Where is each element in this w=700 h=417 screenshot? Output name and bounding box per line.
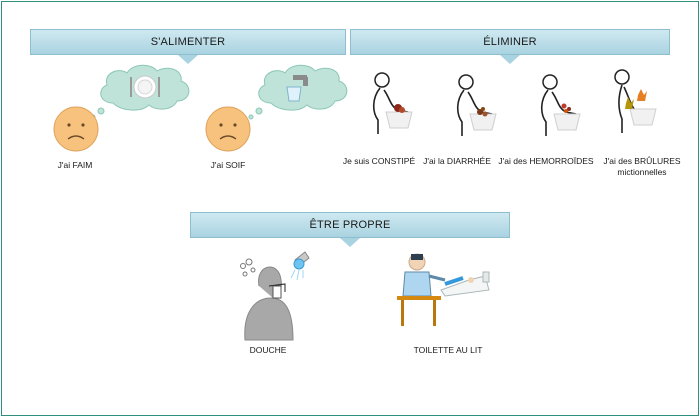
diarrhea-figure-icon: [456, 74, 497, 136]
burning-urination-figure-icon: [614, 69, 657, 133]
bed-bath-nurse-icon: [397, 253, 490, 326]
caption-brulures: J'ai des BRÛLURES mictionnelles: [602, 156, 682, 178]
banner-eliminer-notch: [500, 55, 520, 64]
thirst-thought-cloud-icon: [248, 64, 348, 120]
sad-face-thirst-icon: [205, 106, 251, 152]
caption-brulures-line2: mictionnelles: [617, 167, 667, 177]
caption-douche: DOUCHE: [249, 345, 287, 355]
caption-soif: J'ai SOIF: [210, 160, 246, 170]
caption-hemorroides: J'ai des HEMORROÏDES: [498, 156, 594, 166]
banner-alimenter-notch: [178, 55, 198, 64]
hemorrhoids-figure-icon: [540, 74, 581, 136]
caption-diarrhee: J'ai la DIARRHÉE: [423, 156, 491, 166]
caption-faim: J'ai FAIM: [57, 160, 93, 170]
sad-face-hunger-icon: [53, 106, 99, 152]
banner-etre-propre-notch: [340, 238, 360, 247]
constipated-figure-icon: [372, 72, 413, 134]
shower-person-icon: [240, 251, 310, 341]
hunger-thought-cloud-icon: [90, 64, 190, 120]
banner-eliminer: ÉLIMINER: [350, 29, 670, 55]
caption-constipe: Je suis CONSTIPÉ: [342, 156, 416, 166]
banner-etre-propre: ÊTRE PROPRE: [190, 212, 510, 238]
banner-alimenter: S'ALIMENTER: [30, 29, 346, 55]
caption-brulures-line1: J'ai des BRÛLURES: [603, 156, 681, 166]
caption-toilette-au-lit: TOILETTE AU LIT: [413, 345, 483, 355]
